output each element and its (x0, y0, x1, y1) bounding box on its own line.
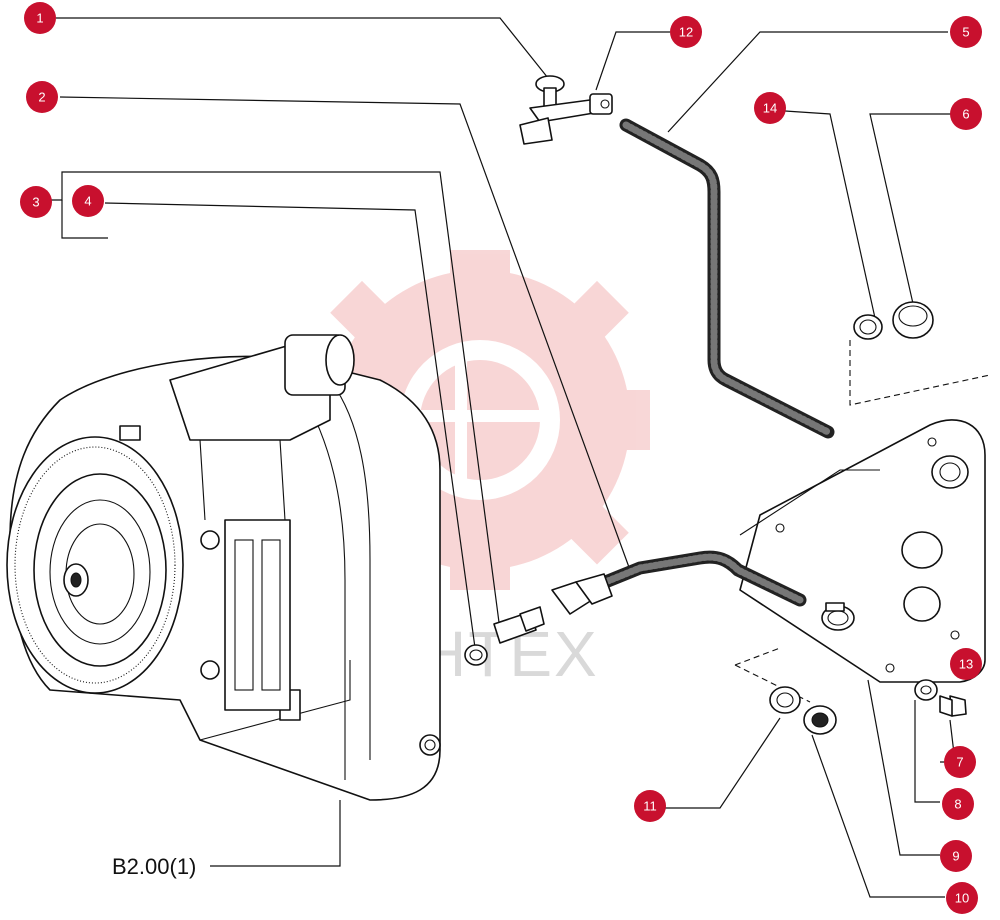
callout-14: 14 (754, 92, 786, 124)
callout-6-label: 6 (962, 107, 969, 122)
callout-7: 7 (944, 746, 976, 778)
hose-clamp (821, 602, 855, 631)
flywheel-assembly (6, 436, 184, 694)
callout-5-label: 5 (962, 25, 969, 40)
leader-lines (36, 17, 956, 898)
callout-3: 3 (20, 186, 52, 218)
breather-tube (619, 118, 835, 439)
callout-13-label: 13 (959, 657, 973, 672)
callout-10: 10 (946, 882, 978, 914)
callout-12-label: 12 (679, 25, 693, 40)
callout-2: 2 (26, 81, 58, 113)
callout-5: 5 (950, 16, 982, 48)
plug-and-ring (849, 301, 991, 406)
callout-7-label: 7 (956, 755, 963, 770)
oil-hose (551, 550, 807, 615)
callout-9: 9 (940, 840, 972, 872)
callout-13: 13 (950, 648, 982, 680)
callout-4-label: 4 (84, 194, 91, 209)
valve-body (169, 334, 355, 711)
pipe-fitting (464, 606, 545, 666)
drain-valve-tee (519, 75, 613, 145)
callout-8: 8 (942, 788, 974, 820)
callout-11-label: 11 (643, 799, 657, 814)
callout-6: 6 (950, 98, 982, 130)
callout-10-label: 10 (955, 891, 969, 906)
callout-11: 11 (634, 790, 666, 822)
callout-8-label: 8 (954, 797, 961, 812)
callout-9-label: 9 (952, 849, 959, 864)
filter-head-plate (734, 419, 986, 703)
callout-3-label: 3 (32, 195, 39, 210)
callout-12: 12 (670, 16, 702, 48)
callout-2-label: 2 (38, 90, 45, 105)
callout-1: 1 (24, 2, 56, 34)
bolt-washer-set (769, 679, 967, 735)
reference-label: B2.00(1) (112, 854, 196, 879)
callout-1-label: 1 (36, 11, 43, 26)
callout-4: 4 (72, 185, 104, 217)
callout-14-label: 14 (763, 101, 777, 116)
